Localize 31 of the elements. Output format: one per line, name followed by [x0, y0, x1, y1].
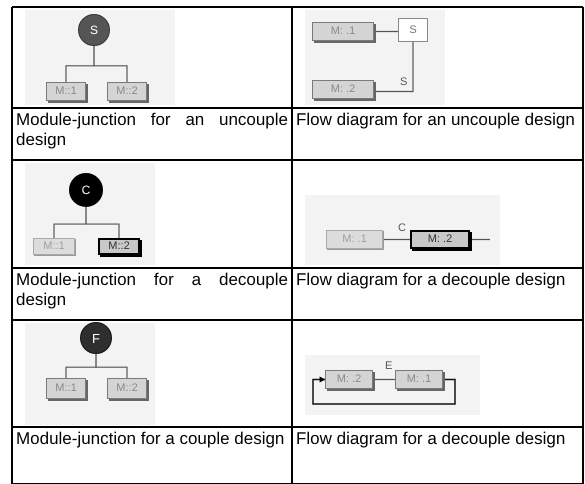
- module-box: M::2: [98, 238, 140, 255]
- module-box: M::1: [46, 378, 86, 399]
- connector-line: [374, 42, 414, 92]
- connector-line: [383, 238, 410, 240]
- caption-text: Flow diagram for an uncouple design: [296, 110, 576, 130]
- junction-box: S: [398, 18, 428, 42]
- module-box: M: .2: [410, 230, 470, 249]
- edge-label: S: [399, 77, 408, 88]
- caption-text: Module-junction for an uncouple design: [16, 110, 288, 150]
- connector-line: [374, 30, 398, 32]
- connector-line: [470, 238, 490, 240]
- connector-line: [93, 46, 128, 82]
- caption-text: Flow diagram for a decouple design: [296, 429, 566, 449]
- module-box: M: .2: [312, 80, 374, 99]
- caption-text: Module-junction for a decouple design: [16, 270, 288, 310]
- module-box: M: .2: [325, 370, 373, 389]
- module-box: M: .1: [312, 22, 374, 41]
- module-box: M: .1: [395, 370, 443, 389]
- module-box: M::1: [46, 82, 86, 101]
- arrow: [312, 376, 456, 405]
- module-box: M: .1: [326, 230, 383, 249]
- caption-text: Module-junction for a couple design: [16, 429, 286, 449]
- module-box: M::2: [107, 82, 147, 101]
- connector-line: [85, 207, 120, 238]
- edge-label: C: [397, 223, 407, 234]
- caption-text: Flow diagram for a decouple design: [296, 270, 566, 290]
- edge-label: E: [384, 361, 394, 372]
- connector-line: [373, 378, 395, 380]
- module-box: M::1: [33, 238, 75, 255]
- connector-line: [95, 354, 128, 378]
- module-box: M::2: [107, 378, 147, 399]
